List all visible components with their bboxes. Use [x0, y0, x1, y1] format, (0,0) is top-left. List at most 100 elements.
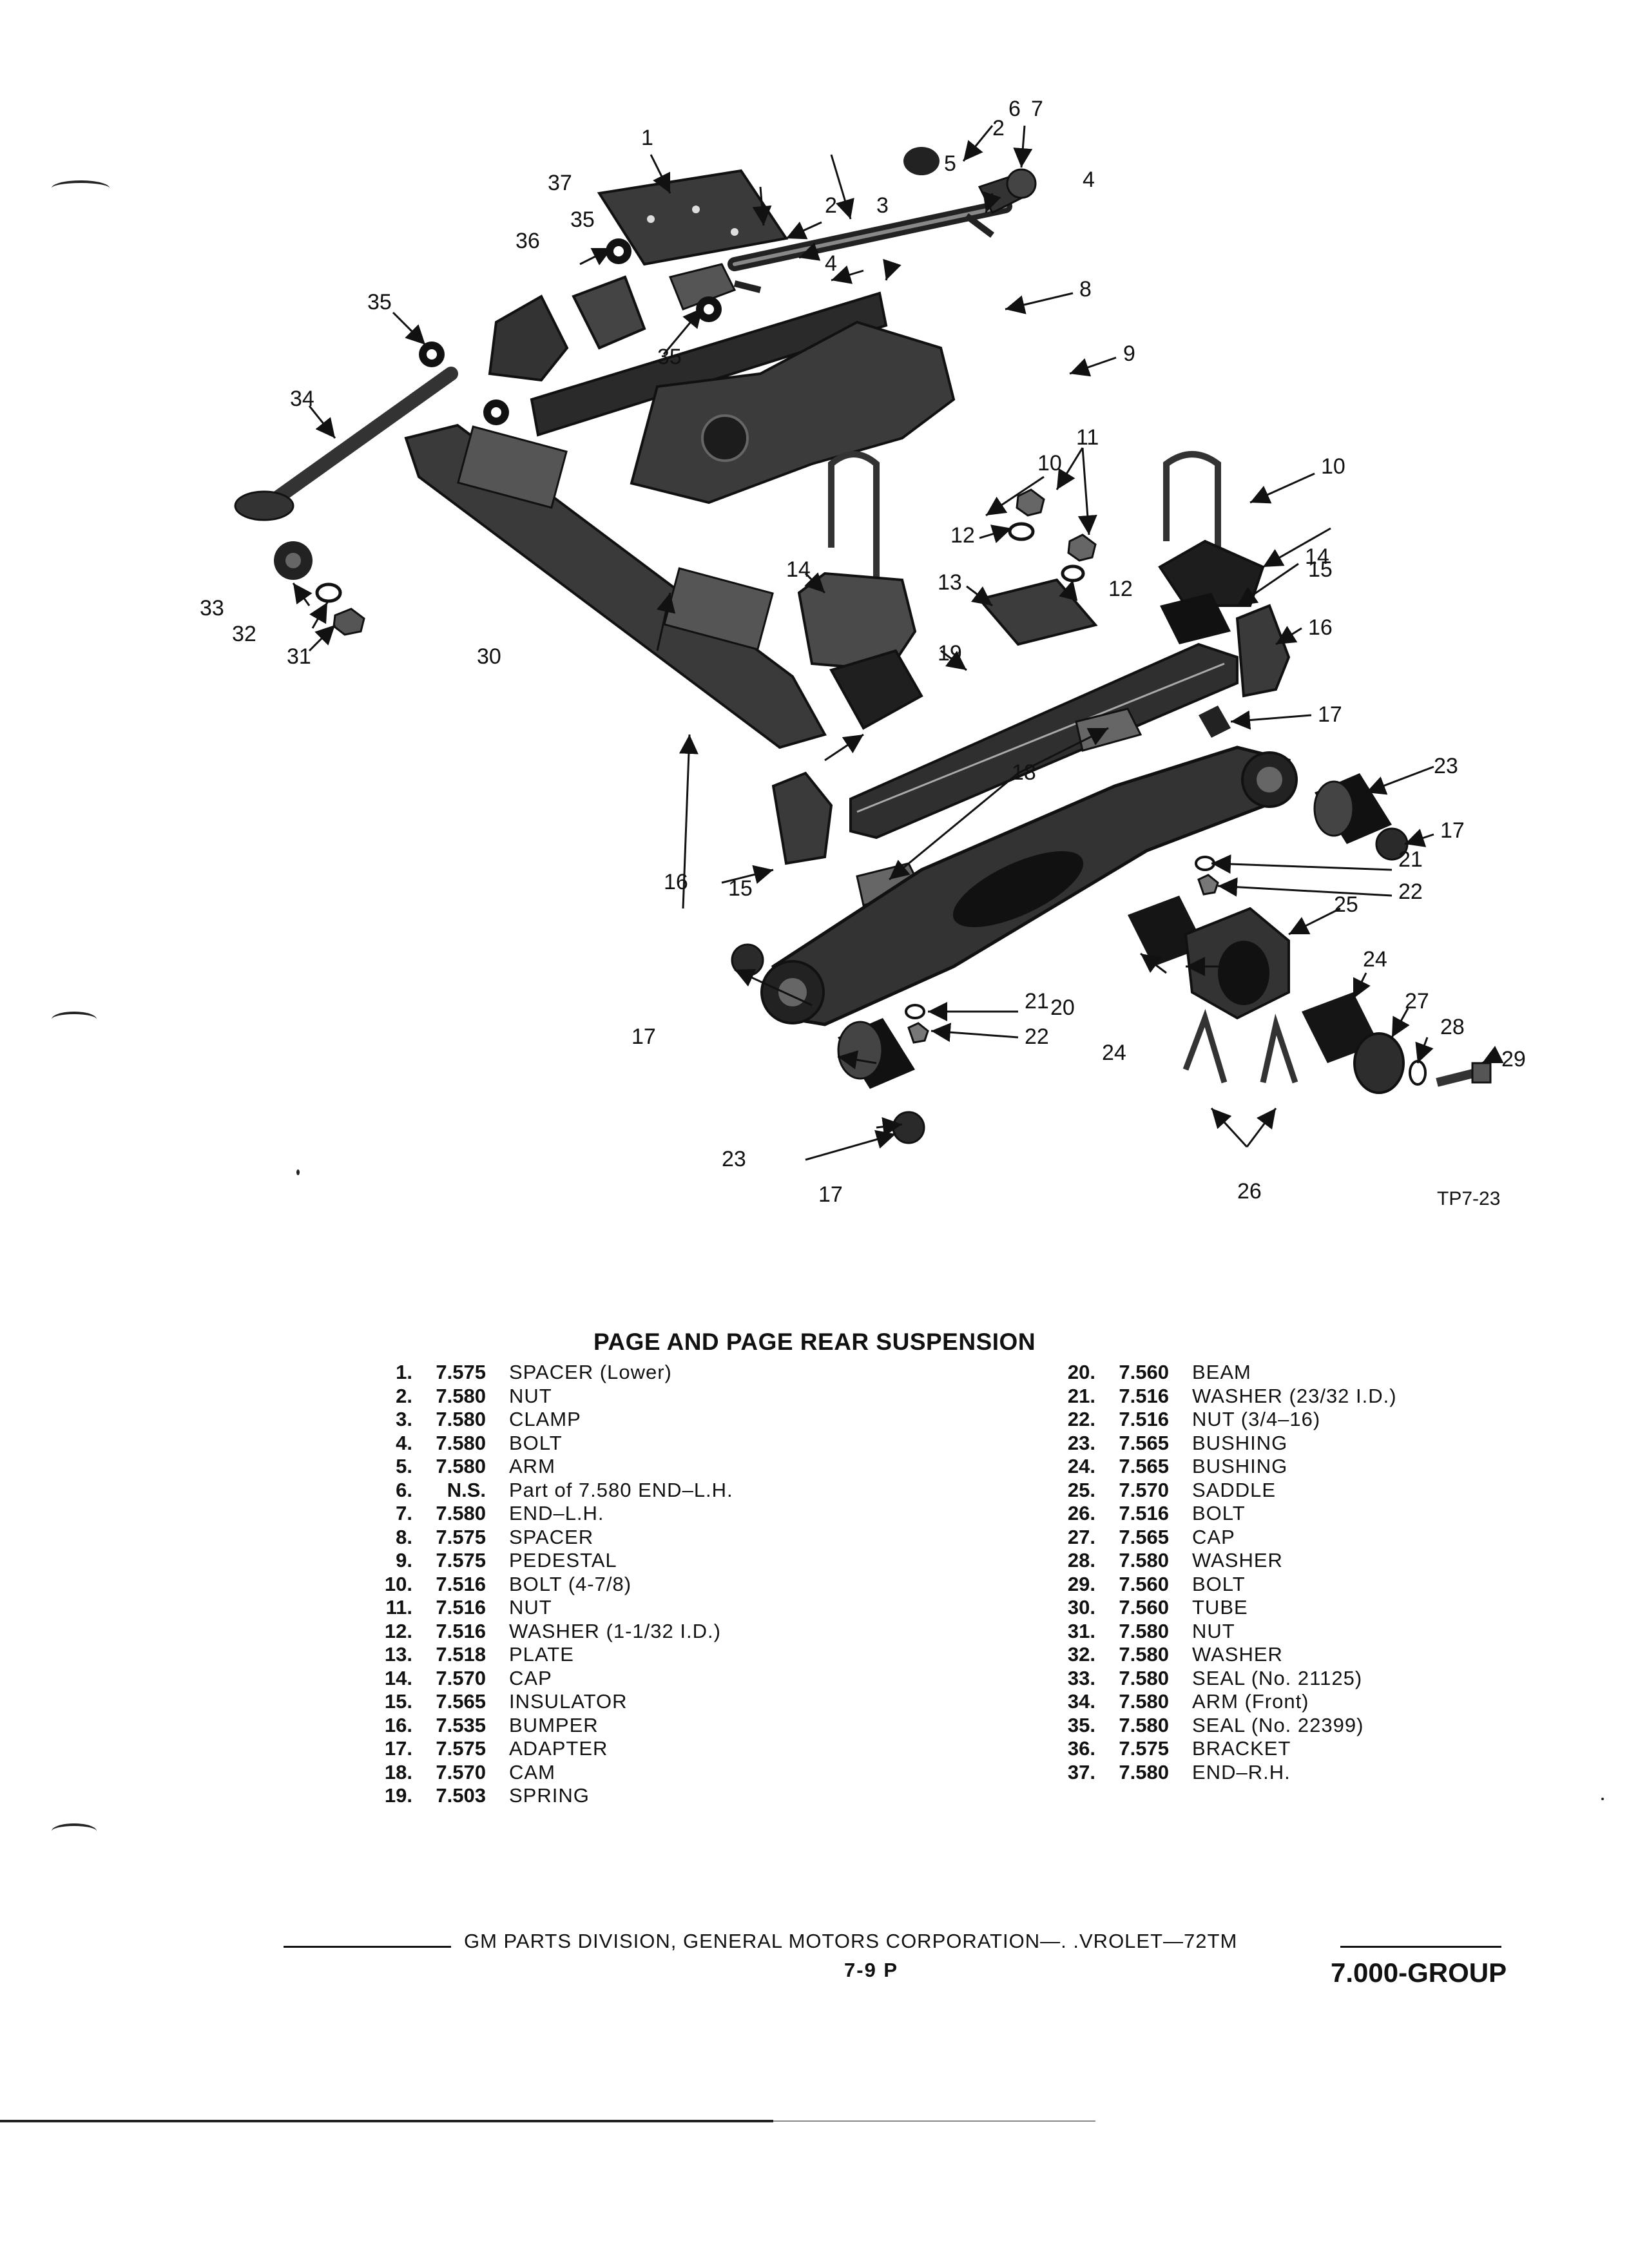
- callout: 21: [1398, 847, 1423, 872]
- callout: 17: [818, 1182, 843, 1207]
- figure-code: TP7-23: [1437, 1188, 1500, 1209]
- callout: 32: [232, 622, 256, 646]
- callout: 12: [950, 523, 975, 548]
- scan-speck: [1601, 1798, 1604, 1800]
- callout: 3: [876, 193, 889, 218]
- callout: 23: [1434, 754, 1458, 778]
- callout: 30: [477, 644, 501, 669]
- scan-mark: [52, 180, 110, 196]
- callout: 13: [938, 570, 962, 595]
- exploded-parts-diagram: 1 2 2 3 4 4 5 6 7 8 9 10 10 11 12 12 13 …: [180, 77, 1534, 1263]
- callout: 35: [367, 290, 392, 314]
- callout: 8: [1079, 277, 1092, 302]
- callout: 35: [657, 345, 682, 369]
- callout: 4: [1083, 168, 1095, 192]
- callout: 11: [1076, 425, 1099, 450]
- callout: 33: [200, 596, 224, 620]
- callout: 17: [1318, 702, 1342, 727]
- callout: 34: [290, 387, 314, 411]
- callout: 24: [1363, 947, 1387, 972]
- callout: 15: [1308, 557, 1333, 582]
- parts-illustration: 1 2 2 3 4 4 5 6 7 8 9 10 10 11 12 12 13 …: [200, 97, 1526, 1209]
- footer-rule: [1340, 1946, 1501, 1948]
- callout: 19: [938, 641, 962, 666]
- footer-division: GM PARTS DIVISION, GENERAL MOTORS CORPOR…: [464, 1930, 1238, 1952]
- callout: 1: [641, 126, 653, 150]
- callout: 12: [1108, 577, 1133, 601]
- callout: 17: [1440, 818, 1465, 843]
- callout: 18: [1012, 760, 1036, 785]
- bottom-rule: [773, 2120, 1095, 2122]
- legend-title: PAGE AND PAGE REAR SUSPENSION: [593, 1329, 1036, 1355]
- callout: 31: [287, 644, 311, 669]
- callout: 22: [1025, 1024, 1049, 1049]
- scan-mark: [52, 1012, 97, 1027]
- callout: 16: [664, 870, 688, 894]
- footer-rule: [284, 1946, 451, 1948]
- callout: 9: [1123, 341, 1135, 366]
- scan-speck: [296, 1169, 300, 1175]
- callout: 14: [1305, 544, 1329, 569]
- bottom-rule: [0, 2120, 773, 2122]
- callout: 21: [1025, 989, 1049, 1014]
- callout-numbers: 1 2 2 3 4 4 5 6 7 8 9 10 10 11 12 12 13 …: [200, 97, 1526, 1207]
- callout: 27: [1405, 989, 1429, 1014]
- callout: 29: [1501, 1047, 1526, 1072]
- callout: 10: [1037, 451, 1062, 476]
- callout: 24: [1102, 1041, 1126, 1065]
- callout: 35: [570, 207, 595, 232]
- callout: 16: [1308, 615, 1333, 640]
- callout: 15: [728, 876, 753, 901]
- callout: 36: [516, 229, 540, 253]
- callout: 2: [992, 116, 1005, 140]
- group-label: 7.000-GROUP: [1331, 1957, 1507, 1988]
- callout: 28: [1440, 1015, 1465, 1039]
- callout: 4: [825, 251, 837, 276]
- callout: 5: [944, 151, 956, 176]
- callout: 14: [786, 557, 811, 582]
- scan-mark: [52, 1823, 97, 1839]
- callout: 23: [722, 1147, 746, 1171]
- callout: 7: [1031, 97, 1043, 121]
- callout: 26: [1237, 1179, 1262, 1204]
- callout: 10: [1321, 454, 1345, 479]
- callout: 6: [1008, 97, 1021, 121]
- callout: 37: [548, 171, 572, 195]
- callout: 2: [825, 193, 837, 218]
